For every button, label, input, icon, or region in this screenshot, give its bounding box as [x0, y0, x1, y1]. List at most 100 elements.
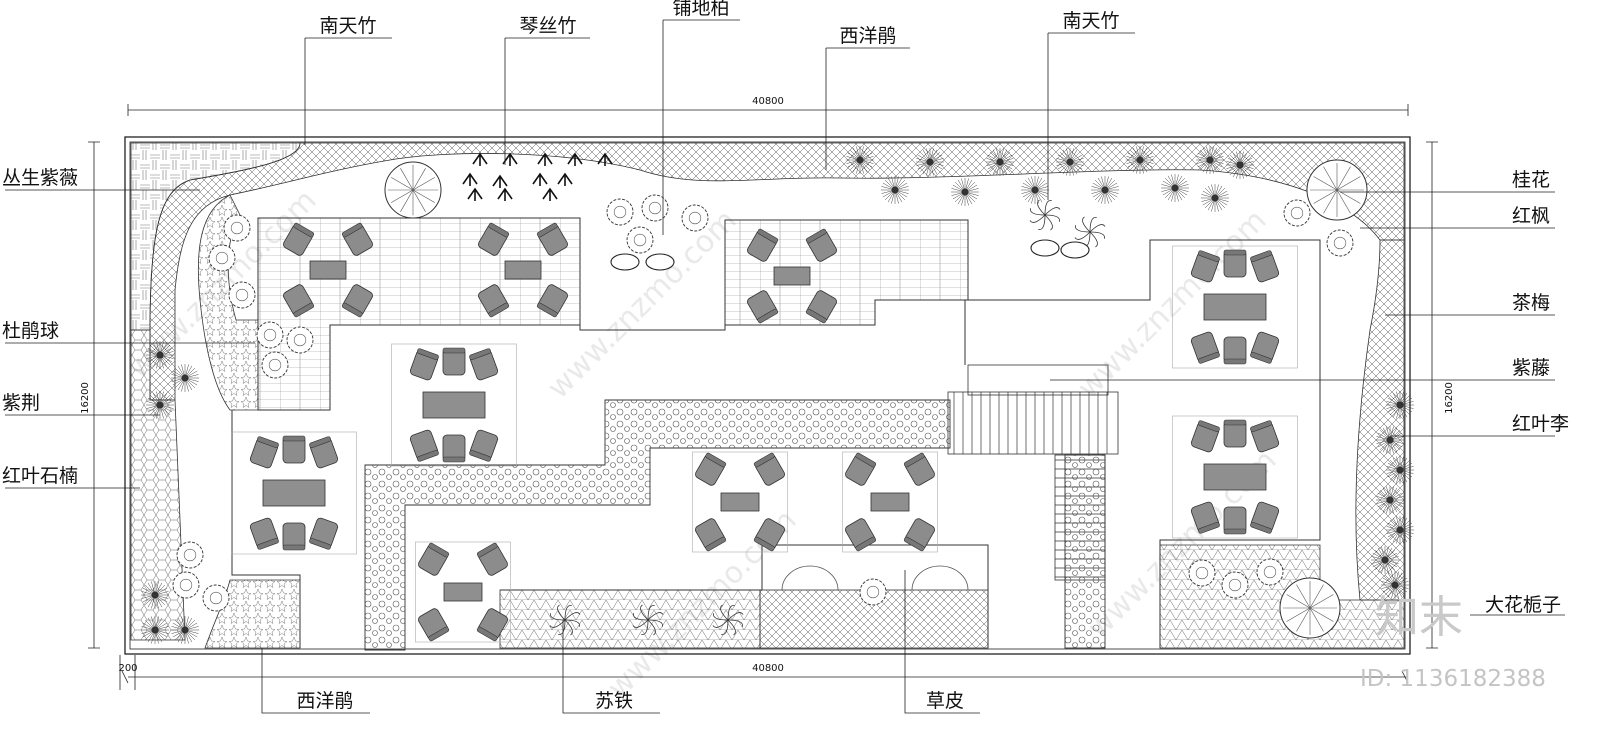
- cycad-symbol: [549, 604, 581, 636]
- shrub-symbol: [286, 326, 314, 354]
- table: [773, 266, 811, 286]
- label-nantianzhu-2: 南天竹: [1062, 10, 1119, 32]
- site-boundary-outer: [124, 136, 1411, 655]
- label-hongye-shinan: 红叶石楠: [2, 465, 78, 487]
- shrub-symbol: [626, 226, 654, 254]
- table: [1203, 463, 1267, 491]
- shrub-symbol: [202, 584, 230, 612]
- dim-right-height: 16200: [1444, 382, 1455, 414]
- table: [870, 492, 910, 512]
- dining-sets: [231, 222, 1298, 643]
- chair: [442, 347, 466, 376]
- chair: [1223, 506, 1247, 535]
- bamboo-symbol: [557, 172, 573, 186]
- tree-symbol: [1279, 577, 1341, 639]
- label-sutie: 苏铁: [595, 690, 633, 712]
- dim-left-height: 16200: [80, 382, 91, 414]
- shrub-symbol: [208, 244, 236, 272]
- chair: [418, 608, 450, 642]
- spiky-plant-symbol: [1376, 426, 1404, 454]
- dimension-lines: [88, 104, 1438, 690]
- chair: [418, 542, 450, 576]
- chair: [341, 284, 373, 318]
- chair: [341, 222, 373, 256]
- id-watermark-text: ID: 1136182388: [1360, 666, 1546, 692]
- spiky-plant-symbol: [171, 616, 199, 644]
- dining-set: [391, 343, 517, 467]
- chair: [805, 290, 837, 324]
- chair: [442, 434, 466, 463]
- table: [443, 582, 483, 602]
- table: [262, 479, 326, 507]
- label-qinsizhu: 琴丝竹: [519, 15, 576, 37]
- spiky-plant-symbol: [1386, 391, 1414, 419]
- site-boundary-inner: [129, 141, 1406, 650]
- cycad-symbol: [1029, 199, 1061, 231]
- spiky-plant-symbol: [1196, 146, 1224, 174]
- dining-set: [283, 222, 373, 318]
- shrub-symbol: [681, 204, 709, 232]
- shrub-outline: [781, 565, 839, 591]
- table: [1203, 293, 1267, 321]
- spiky-plant-symbol: [1371, 546, 1399, 574]
- table: [504, 260, 542, 280]
- shrub-symbol: [641, 194, 669, 222]
- spiky-plant-symbol: [986, 148, 1014, 176]
- shrub-symbol: [1256, 558, 1284, 586]
- bamboo-symbol: [472, 152, 488, 166]
- chair: [469, 348, 499, 381]
- chair: [283, 222, 315, 256]
- chair: [1250, 331, 1280, 364]
- bamboo-symbol: [462, 172, 478, 186]
- leader-lines: [5, 19, 1565, 714]
- chair: [753, 452, 785, 486]
- spiky-plant-symbol: [846, 146, 874, 174]
- chair: [747, 228, 779, 262]
- wisteria-pergola: [947, 364, 1119, 581]
- spiky-plant-symbol: [1021, 176, 1049, 204]
- chair: [536, 222, 568, 256]
- planting-beds: [130, 142, 1405, 649]
- brand-logo-text: 知末: [1375, 592, 1463, 643]
- spiky-plant-symbol: [1386, 516, 1414, 544]
- chair: [476, 608, 508, 642]
- chair: [249, 517, 279, 550]
- shrub-symbol: [606, 198, 634, 226]
- chair: [903, 452, 935, 486]
- chair: [536, 284, 568, 318]
- spiky-plant-symbol: [141, 616, 169, 644]
- cycad-symbol: [1074, 216, 1106, 248]
- chair: [1190, 501, 1220, 534]
- dining-set: [1172, 245, 1298, 369]
- paved-areas: [231, 220, 1321, 648]
- spiky-plant-symbol: [1161, 174, 1189, 202]
- shrub-symbol: [1326, 229, 1354, 257]
- chair: [282, 435, 306, 464]
- spiky-plant-symbol: [951, 178, 979, 206]
- shrub-symbol: [1221, 571, 1249, 599]
- chair: [249, 436, 279, 469]
- label-xiyangjuan-bottom: 西洋鹃: [296, 690, 353, 712]
- shrub-symbol: [1188, 559, 1216, 587]
- dim-top-width: 40800: [752, 96, 784, 107]
- chair: [845, 518, 877, 552]
- label-hongyeli: 红叶李: [1512, 413, 1569, 435]
- plant-symbols: [141, 146, 1414, 644]
- chair: [1190, 331, 1220, 364]
- chair: [805, 228, 837, 262]
- dim-bottom-width: 40800: [752, 663, 784, 674]
- spiky-plant-symbol: [1126, 146, 1154, 174]
- chair: [1250, 420, 1280, 453]
- table: [720, 492, 760, 512]
- chair: [309, 436, 339, 469]
- spiky-plant-symbol: [146, 391, 174, 419]
- dining-set: [842, 451, 938, 553]
- brand-watermark: 知末 ID: 1136182388: [1360, 592, 1546, 692]
- labels-left: 丛生紫薇 杜鹃球 紫荆 红叶石楠: [2, 167, 78, 487]
- bamboo-symbol: [497, 187, 513, 201]
- shrub-symbol: [256, 321, 284, 349]
- label-congsheng-ziwei: 丛生紫薇: [2, 167, 78, 189]
- shrub-symbol: [1283, 199, 1311, 227]
- cycad-symbol: [712, 604, 744, 636]
- chair: [1250, 501, 1280, 534]
